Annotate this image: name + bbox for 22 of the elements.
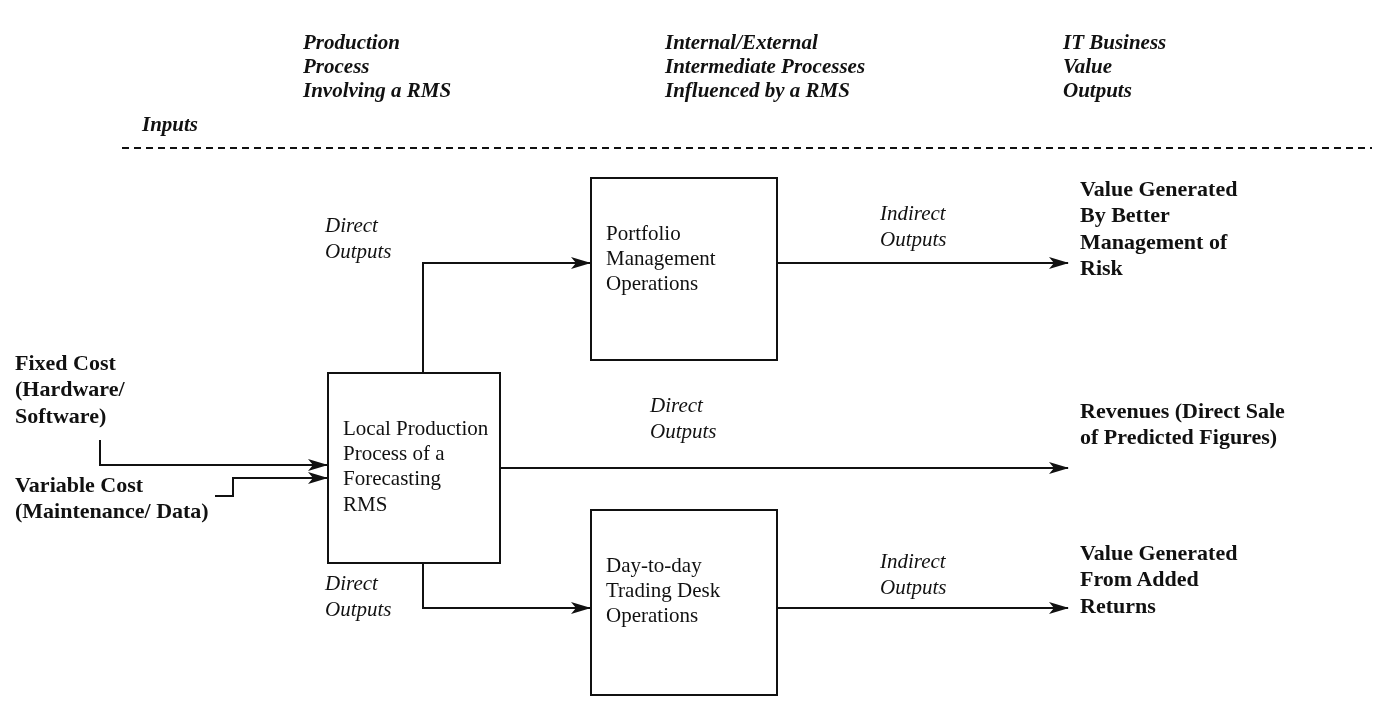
- box-text: Portfolio Management Operations: [606, 221, 716, 296]
- arrow: [777, 257, 1069, 269]
- process-box: [590, 509, 778, 696]
- flow-label: Value Generated By Better Management of Risk: [1080, 176, 1255, 286]
- process-box: [327, 372, 501, 564]
- arrow: [777, 602, 1069, 614]
- column-heading: Inputs: [142, 112, 200, 137]
- arrow: [99, 439, 328, 471]
- arrow: [422, 257, 591, 373]
- column-heading: IT Business Value Outputs: [1063, 30, 1168, 103]
- arrow: [214, 472, 328, 497]
- column-heading: Production Process Involving a RMS: [303, 30, 453, 103]
- column-heading: Internal/External Intermediate Processes Influenced by a RMS: [665, 30, 867, 103]
- flow-label: Variable Cost (Maintenance/ Data): [15, 472, 215, 558]
- flow-label: Fixed Cost (Hardware/ Software): [15, 350, 185, 440]
- box-text: Local Production Process of a Forecasting RMS: [343, 416, 489, 516]
- flow-label: Value Generated From Added Returns: [1080, 540, 1265, 622]
- box-text: Day-to-day Trading Desk Operations: [606, 553, 721, 628]
- flow-label: Revenues (Direct Sale of Predicted Figures): [1080, 398, 1285, 480]
- process-box: [590, 177, 778, 361]
- arrow: [500, 462, 1069, 474]
- arrow: [422, 563, 591, 614]
